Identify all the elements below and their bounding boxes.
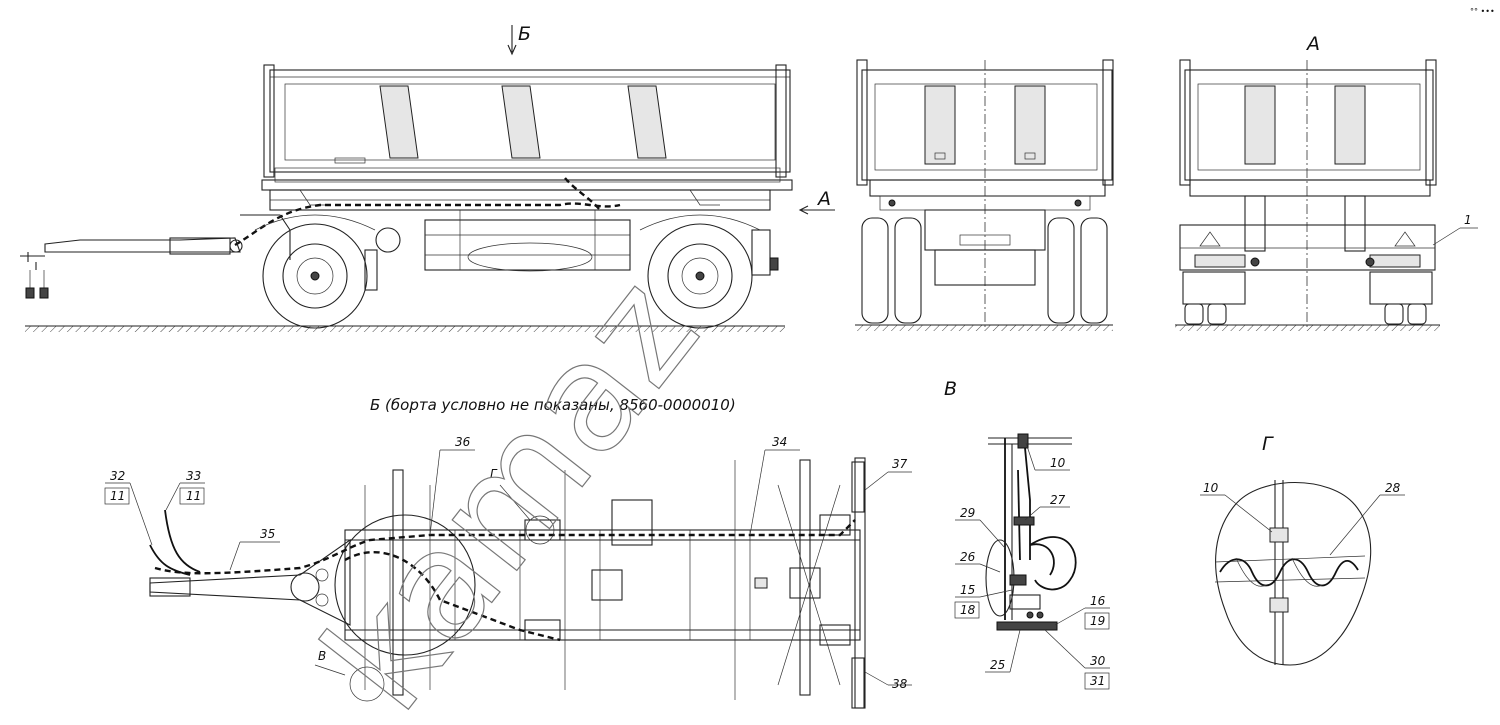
callout-32: 32	[110, 469, 125, 483]
plan-view	[149, 457, 866, 709]
callout-g-28: 28	[1385, 481, 1401, 495]
callout-33: 33	[186, 469, 201, 483]
callout-v-15: 15	[960, 583, 975, 597]
callout-v-19: 19	[1090, 614, 1105, 628]
callout-11b: 11	[186, 489, 201, 503]
callout-v-plan: В	[318, 649, 326, 663]
callout-35: 35	[260, 527, 275, 541]
callout-v-30: 30	[1090, 654, 1106, 668]
view-b-title: Б (борта условно не показаны, 8560-00000…	[370, 396, 736, 414]
watermark-logo: kamaz	[291, 247, 732, 725]
callout-g-plan: Г	[490, 467, 498, 481]
callout-v-10: 10	[1050, 456, 1066, 470]
callout-36: 36	[455, 435, 471, 449]
side-view	[20, 64, 793, 332]
callout-g-10: 10	[1203, 481, 1219, 495]
callout-11a: 11	[110, 489, 125, 503]
detail-v-title: В	[944, 378, 957, 400]
callout-v-26: 26	[960, 550, 976, 564]
callout-1: 1	[1464, 213, 1472, 227]
view-a-arrow-icon	[798, 205, 835, 215]
callout-v-29: 29	[960, 506, 975, 520]
rear-view	[1175, 59, 1440, 331]
detail-g	[1214, 480, 1372, 666]
detail-g-title: Г	[1262, 433, 1274, 455]
view-a-title: А	[1305, 33, 1320, 55]
callout-v-27: 27	[1050, 493, 1066, 507]
callout-v-31: 31	[1090, 674, 1105, 688]
callout-34: 34	[772, 435, 787, 449]
corner-mark: °° •••	[1470, 7, 1495, 16]
view-b-arrow-icon	[507, 25, 517, 56]
view-a-arrow-label: А	[816, 188, 831, 210]
callout-37: 37	[892, 457, 908, 471]
detail-v	[985, 433, 1077, 631]
view-b-arrow-label: Б	[518, 23, 531, 45]
callout-v-25: 25	[990, 658, 1005, 672]
callout-v-16: 16	[1090, 594, 1106, 608]
callout-38: 38	[892, 677, 908, 691]
callout-v-18: 18	[960, 603, 976, 617]
front-view	[855, 59, 1114, 331]
